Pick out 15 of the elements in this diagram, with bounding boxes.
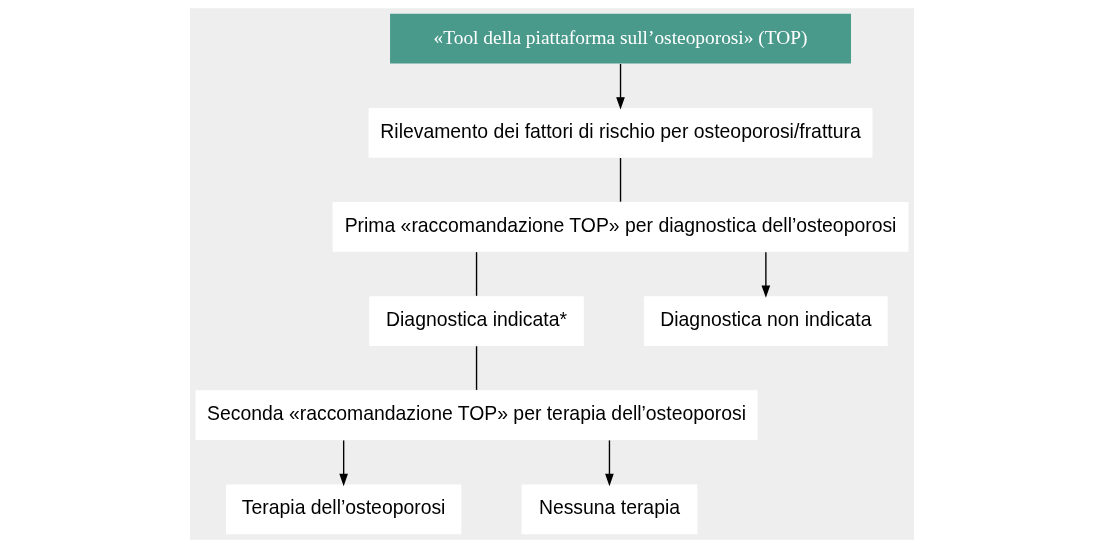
- node-box: Seconda «raccomandazione TOP» per terapia dell’osteoporosi: [195, 390, 758, 441]
- node-box: Diagnostica non indicata: [643, 296, 888, 346]
- node-box: Diagnostica indicata*: [368, 296, 584, 346]
- node-box: Nessuna terapia: [521, 484, 697, 535]
- node-box: «Tool della piattaforma sull’osteoporosi» (TOP): [389, 13, 851, 64]
- arrow: [338, 439, 348, 487]
- arrow: [761, 251, 770, 298]
- connector: [619, 157, 621, 203]
- connector: [475, 345, 477, 391]
- arrow: [604, 439, 614, 487]
- node-box: Prima «raccomandazione TOP» per diagnostica dell’osteoporosi: [332, 202, 908, 252]
- node-box: Terapia dell’osteoporosi: [225, 484, 461, 535]
- arrow: [615, 63, 625, 110]
- node-box: Rilevamento dei fattori di rischio per osteoporosi/frattura: [368, 107, 872, 158]
- connector: [475, 251, 477, 297]
